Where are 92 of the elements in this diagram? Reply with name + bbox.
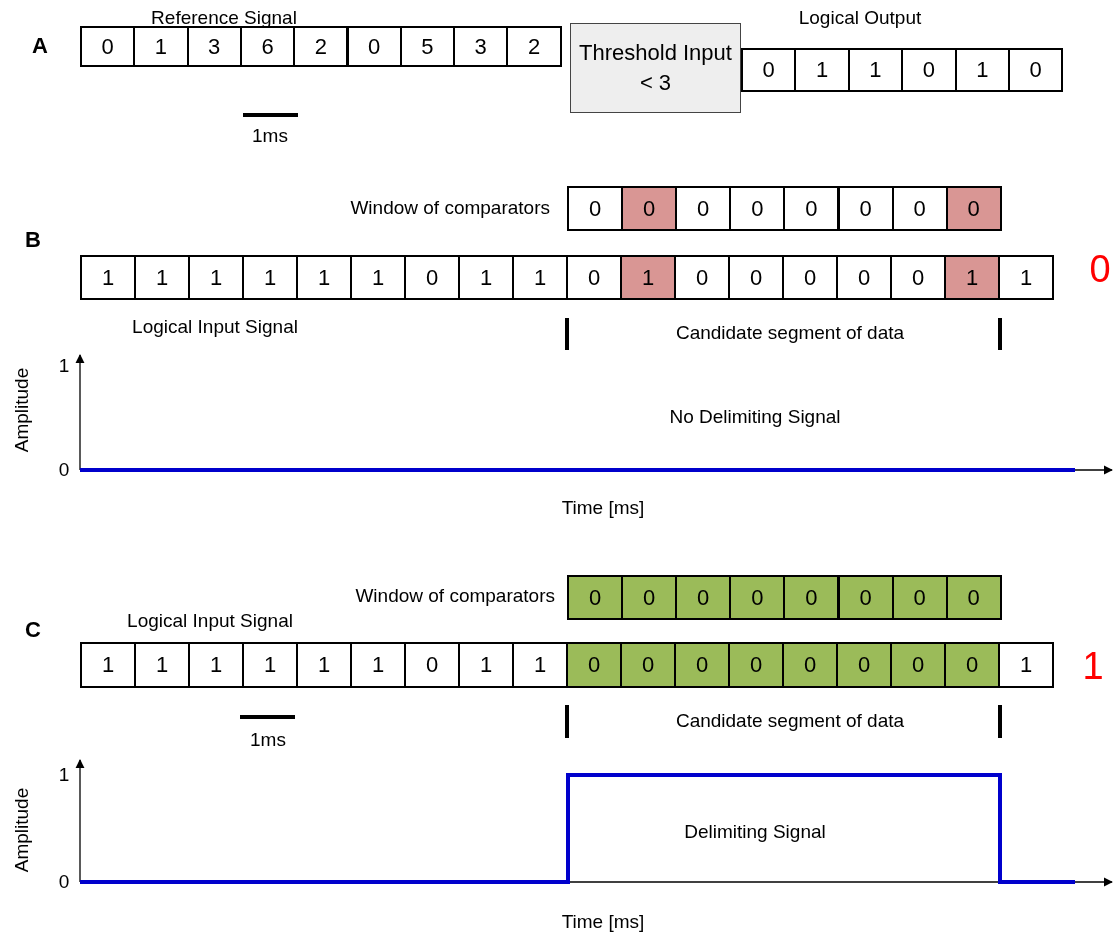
data-cell: 1 — [296, 255, 352, 300]
data-cell: 0 — [741, 48, 797, 92]
data-cell: 1 — [296, 642, 352, 688]
data-cell: 1 — [350, 642, 406, 688]
data-cell: 0 — [404, 642, 460, 688]
data-cell: 0 — [891, 575, 948, 620]
data-cell: 0 — [404, 255, 460, 300]
data-cell: 0 — [729, 575, 786, 620]
data-cell: 1 — [242, 255, 298, 300]
data-cell: 0 — [675, 575, 732, 620]
scale-label: 1ms — [252, 125, 288, 147]
row-title: Logical Input Signal — [132, 316, 298, 338]
data-cell: 0 — [836, 255, 892, 300]
data-cell: 1 — [620, 255, 676, 300]
segment-label: Candidate segment of data — [675, 710, 905, 732]
data-cell: 0 — [621, 575, 678, 620]
row-title: Logical Input Signal — [127, 610, 293, 632]
data-cell: 1 — [80, 255, 136, 300]
data-cell: 0 — [837, 575, 894, 620]
tick-label: 0 — [58, 459, 70, 481]
data-cell: 1 — [998, 642, 1054, 688]
data-cell: 0 — [783, 575, 840, 620]
data-cell: 1 — [133, 26, 189, 67]
axis-title: Amplitude — [11, 787, 33, 873]
threshold-box: Threshold Input < 3 — [570, 23, 741, 113]
data-cell: 1 — [350, 255, 406, 300]
tick-label: 0 — [58, 871, 70, 893]
data-cell: 0 — [945, 186, 1002, 231]
panel-letter: A — [32, 33, 48, 59]
data-cell: 0 — [890, 642, 946, 688]
data-cell: 2 — [506, 26, 562, 67]
data-cell: 1 — [188, 255, 244, 300]
data-cell: 0 — [621, 186, 678, 231]
data-cell: 0 — [945, 575, 1002, 620]
data-cell: 0 — [346, 26, 402, 67]
data-cell: 1 — [188, 642, 244, 688]
data-cell: 0 — [567, 575, 624, 620]
row-title: Reference Signal — [151, 7, 297, 29]
data-cell: 0 — [783, 186, 840, 231]
data-cell: 0 — [729, 186, 786, 231]
data-cell: 1 — [80, 642, 136, 688]
data-cell: 1 — [954, 48, 1010, 92]
data-cell: 0 — [620, 642, 676, 688]
data-cell: 1 — [512, 255, 568, 300]
data-cell: 0 — [782, 255, 838, 300]
data-cell: 1 — [458, 255, 514, 300]
data-cell: 1 — [134, 642, 190, 688]
data-cell: 2 — [293, 26, 349, 67]
axis-title: Time [ms] — [561, 497, 645, 519]
data-cell: 0 — [566, 255, 622, 300]
data-cell: 0 — [567, 186, 624, 231]
data-cell: 1 — [458, 642, 514, 688]
data-cell: 0 — [901, 48, 957, 92]
axis-title: Amplitude — [11, 367, 33, 453]
data-cell: 5 — [399, 26, 456, 67]
data-cell: 1 — [847, 48, 904, 92]
result-digit: 1 — [1082, 645, 1104, 689]
data-cell: 6 — [239, 26, 296, 67]
data-cell: 0 — [728, 255, 784, 300]
row-title: Logical Output — [798, 7, 922, 29]
data-cell: 0 — [674, 642, 730, 688]
data-cell: 0 — [1008, 48, 1064, 92]
data-cell: 3 — [453, 26, 509, 67]
data-cell: 0 — [566, 642, 622, 688]
panel-letter: B — [25, 227, 41, 253]
row-title: Window of comparators — [355, 585, 555, 607]
row-title: Window of comparators — [350, 197, 550, 219]
result-digit: 0 — [1089, 248, 1111, 292]
data-cell: 0 — [837, 186, 894, 231]
tick-label: 1 — [58, 355, 70, 377]
segment-label: Candidate segment of data — [675, 322, 905, 344]
data-cell: 0 — [891, 186, 948, 231]
data-cell: 0 — [728, 642, 784, 688]
tick-label: 1 — [58, 764, 70, 786]
data-cell: 0 — [944, 642, 1000, 688]
data-cell: 0 — [890, 255, 946, 300]
data-cell: 1 — [944, 255, 1000, 300]
scale-label: 1ms — [250, 729, 286, 751]
data-cell: 0 — [80, 26, 136, 67]
data-cell: 1 — [134, 255, 190, 300]
data-cell: 1 — [512, 642, 568, 688]
panel-letter: C — [25, 617, 41, 643]
axis-title: Time [ms] — [561, 911, 645, 933]
data-cell: 0 — [836, 642, 892, 688]
data-cell: 1 — [794, 48, 850, 92]
data-cell: 0 — [674, 255, 730, 300]
data-cell: 1 — [242, 642, 298, 688]
data-cell: 0 — [782, 642, 838, 688]
data-cell: 3 — [186, 26, 242, 67]
data-cell: 0 — [675, 186, 732, 231]
data-cell: 1 — [998, 255, 1054, 300]
plot-annotation: Delimiting Signal — [684, 821, 826, 843]
